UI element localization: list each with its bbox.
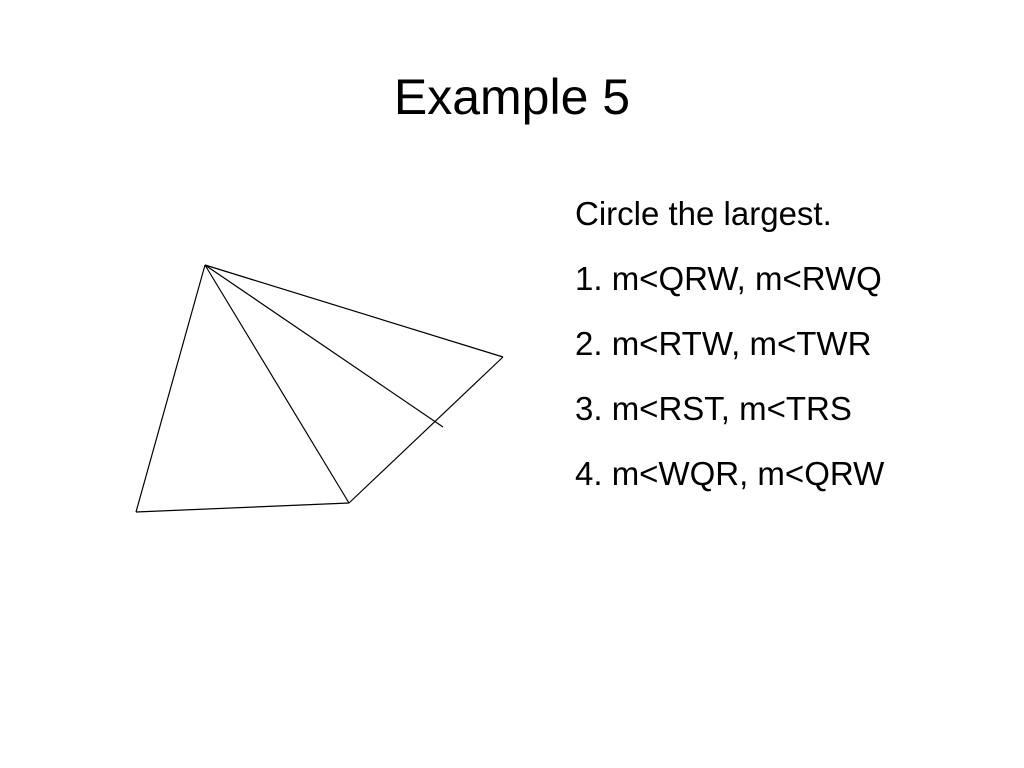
figure-segment-top-to-right: [204, 264, 504, 358]
question-item-4: 4. m<WQR, m<QRW: [575, 455, 885, 492]
instruction-text: Circle the largest.: [575, 195, 832, 232]
figure-segment-top-to-interior: [204, 264, 444, 428]
figure-segment-right-to-bottom-right: [348, 356, 504, 504]
question-item-3: 3. m<RST, m<TRS: [575, 390, 852, 427]
figure-segment-top-to-bottom-right: [204, 264, 350, 504]
slide-title: Example 5: [393, 69, 631, 125]
figure-segment-bottom-base: [135, 502, 350, 513]
figure-segment-top-to-bottom-left: [135, 264, 206, 513]
question-item-1: 1. m<QRW, m<RWQ: [575, 260, 882, 297]
question-list: Circle the largest. 1. m<QRW, m<RWQ 2. m…: [575, 188, 1005, 513]
question-item-2: 2. m<RTW, m<TWR: [575, 325, 872, 362]
